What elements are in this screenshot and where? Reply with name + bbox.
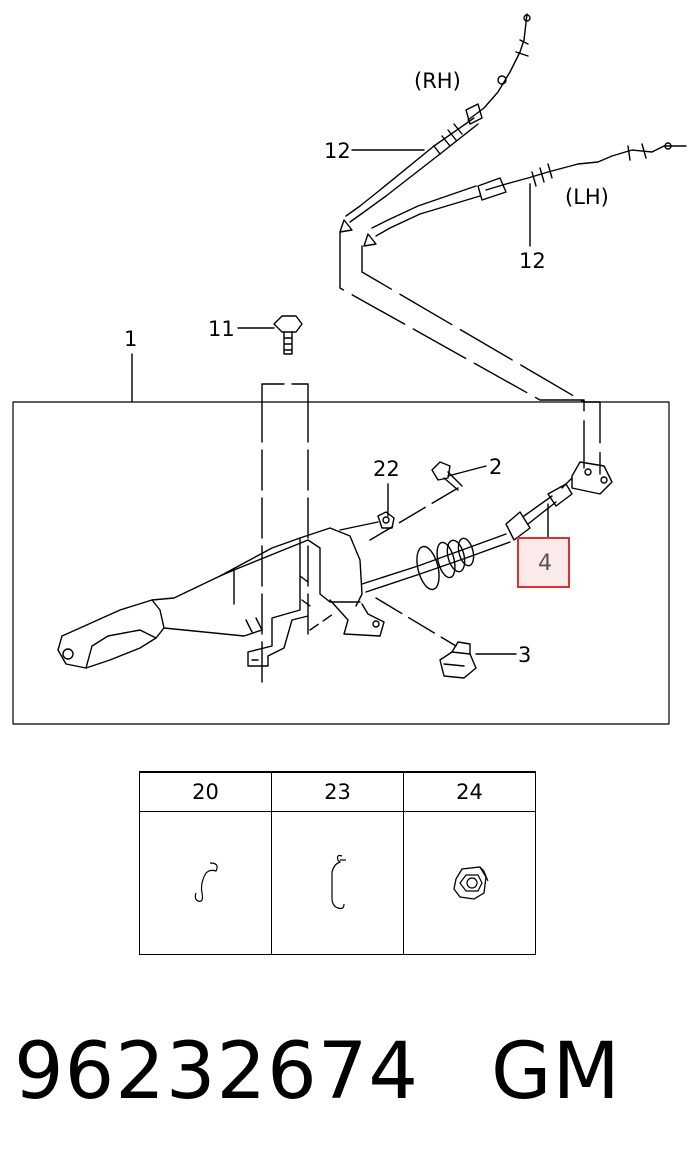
equalizer-bracket [571, 461, 613, 495]
assembly-frame [12, 401, 670, 725]
bolt-2 [431, 461, 463, 491]
front-cable-4 [361, 477, 573, 593]
rh-cable-assembly [339, 13, 531, 233]
part-number: 96232674 [14, 1027, 420, 1117]
parts-table-header: 20 23 24 [139, 771, 536, 812]
part-cell-20 [139, 811, 272, 955]
bolt-11-bracket [261, 383, 309, 683]
parking-brake-cable-diagram: (RH) (LH) 12 12 11 1 22 2 3 4 [12, 13, 687, 725]
callout-1: 1 [124, 327, 137, 351]
lh-routing-line [361, 245, 601, 475]
bolt-11 [273, 315, 303, 355]
callout-11: 11 [208, 317, 235, 341]
part-header-24: 24 [403, 771, 536, 812]
callout-2: 2 [489, 455, 502, 479]
hand-lever [57, 527, 385, 669]
parts-table-row [139, 811, 536, 955]
part-header-20: 20 [139, 771, 272, 812]
brand-name: GM [491, 1027, 621, 1117]
rh-routing-line [339, 231, 585, 469]
spring-clip-icon [194, 862, 218, 902]
part-cell-23 [271, 811, 404, 955]
switch-3 [439, 641, 477, 679]
highlight-box-4 [517, 537, 570, 588]
lh-label: (LH) [565, 185, 609, 209]
callout-12-lh: 12 [519, 249, 546, 273]
part-cell-24 [403, 811, 536, 955]
lh-cable-assembly [363, 142, 687, 247]
hex-nut-icon [452, 866, 488, 900]
rh-label: (RH) [414, 69, 461, 93]
callout-12-rh: 12 [324, 139, 351, 163]
callout-3: 3 [518, 643, 531, 667]
callout-4: 4 [538, 551, 552, 576]
bolt-22 [339, 511, 395, 531]
callout-22: 22 [373, 457, 400, 481]
hook-clip-icon [330, 854, 346, 910]
footer: 96232674 GM [14, 1022, 621, 1122]
parts-table: 20 23 24 [139, 771, 536, 955]
part-header-23: 23 [271, 771, 404, 812]
